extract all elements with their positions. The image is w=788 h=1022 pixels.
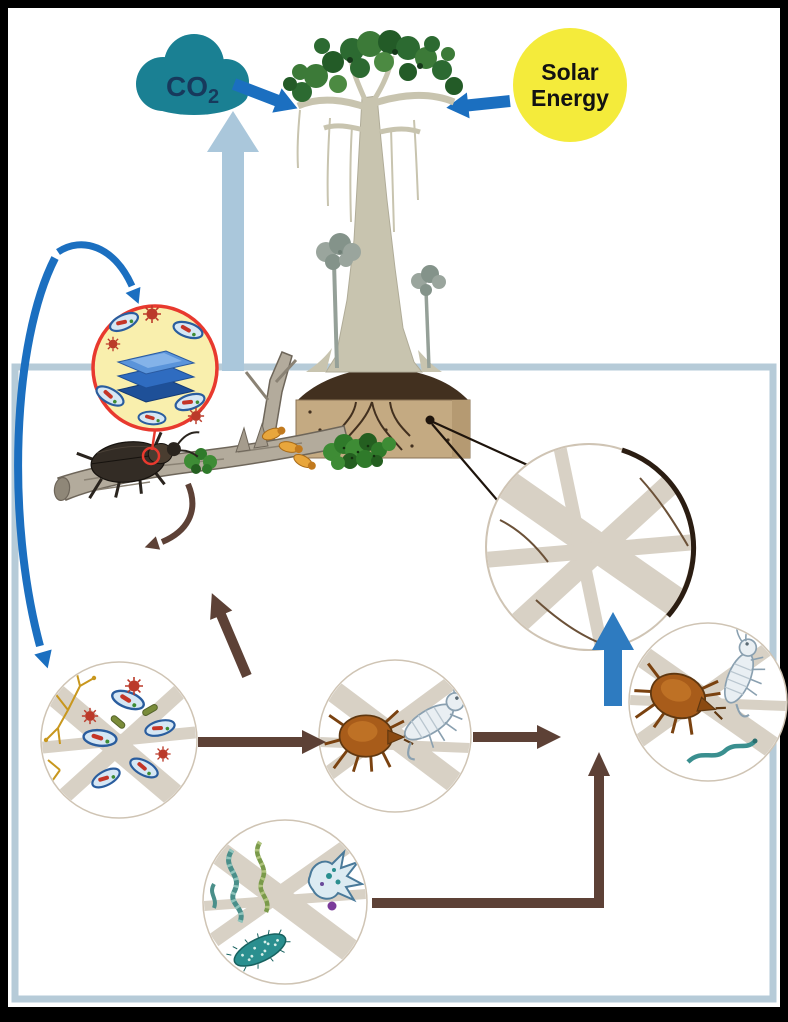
inset-connector-line: [150, 429, 157, 451]
termite-icon: [293, 454, 316, 470]
flagellate-icon: [327, 901, 337, 911]
tree-canopy: [283, 30, 463, 102]
nematode-icon: [254, 840, 270, 913]
spiky-microbe-icon: [187, 407, 205, 425]
solar-energy-badge: Solar Energy: [513, 28, 627, 142]
fine-roots: [487, 446, 691, 649]
arrow-head: [125, 287, 141, 304]
callout-dot: [425, 415, 435, 425]
nematode-icon: [226, 848, 244, 923]
root-circle-shadow-arc: [621, 447, 697, 618]
rod-bacterium-icon: [110, 715, 126, 729]
arrow-curve: [56, 241, 136, 288]
log-fragmentation-arrow: [144, 482, 196, 550]
solar-input-arrow: [446, 92, 511, 119]
spiky-microbe-icon: [105, 336, 121, 352]
moss-icon: [184, 448, 217, 474]
nematode-icon: [686, 740, 756, 764]
solar-label-line1: Solar: [541, 59, 599, 85]
arrow-shape: [473, 725, 561, 749]
arrow-shape: [210, 593, 252, 678]
understory-tree: [411, 265, 446, 369]
mite-springtail-contents: [320, 667, 470, 797]
rod-bacterium-icon: [142, 704, 158, 716]
nematode-contents: [204, 837, 366, 972]
arrow-curve: [160, 482, 196, 545]
root-detail-circle: [485, 443, 697, 651]
tree-branches-upper: [323, 55, 421, 135]
microbe-inset-circle: [91, 304, 219, 466]
understory-tree: [316, 233, 361, 369]
arrow-head: [144, 536, 161, 550]
nematode-icon: [210, 882, 217, 909]
log-end-cap: [53, 476, 71, 502]
arrow-shape: [446, 92, 511, 119]
photosynthesis-arrow: [231, 78, 298, 113]
nematode-head: [752, 738, 758, 744]
decomposing-log: [53, 351, 396, 502]
solar-label-line2: Energy: [531, 85, 609, 111]
arrow-shape: [198, 730, 326, 754]
arrow-elbow: [372, 776, 604, 908]
mite-springtail-circle: [318, 659, 472, 813]
sun-circle: [513, 28, 627, 142]
spiky-microbe-icon: [81, 707, 99, 725]
soil-face-shade: [452, 400, 470, 458]
fungi-bacteria-circle: [40, 661, 198, 819]
arrow-head: [588, 752, 610, 776]
fungi-bacteria-contents: [42, 667, 196, 814]
tree-buttress: [306, 348, 442, 372]
termite-icon: [278, 441, 303, 454]
co2-cloud: CO2: [136, 34, 249, 115]
twigs: [244, 358, 298, 401]
transfer-to-soil-arrow: [14, 256, 59, 669]
soil-mound: [296, 368, 470, 402]
nematodes-to-predators-arrow: [372, 752, 610, 908]
arrow-curve: [14, 256, 59, 648]
ciliate-icon: [226, 929, 291, 972]
colonization-arrow: [56, 241, 141, 304]
nematode-protozoa-circle: [202, 819, 368, 985]
grazers-to-log-arrow: [210, 593, 252, 678]
canopy-tree: [283, 30, 463, 373]
predatory-mite-circle: [628, 622, 788, 782]
amoeba-icon: [307, 849, 365, 903]
spiky-microbe-icon: [124, 676, 144, 696]
respiration-arrow: [207, 111, 259, 371]
microbes-to-mites-arrow: [198, 730, 326, 754]
arrow-head: [34, 649, 52, 669]
moss-icon: [323, 433, 396, 470]
inset-contents: [116, 350, 196, 403]
co2-label: CO2: [166, 71, 219, 108]
hanging-vines: [296, 109, 419, 233]
predator-contents: [630, 624, 786, 764]
mites-to-predators-arrow: [473, 725, 561, 749]
biofilm-highlight: [130, 353, 182, 368]
bark-beetle-icon: [76, 431, 200, 500]
spiky-microbe-icon: [142, 304, 162, 324]
fauna-to-roots-arrow: [592, 612, 634, 706]
inset-anchor-ring: [141, 446, 161, 466]
tree-branches: [296, 92, 456, 112]
termite-icon: [261, 426, 286, 441]
arrow-shape: [231, 78, 298, 113]
spiky-microbe-icon: [154, 745, 172, 763]
splinter: [235, 426, 251, 453]
cloud-puff: [140, 73, 248, 115]
